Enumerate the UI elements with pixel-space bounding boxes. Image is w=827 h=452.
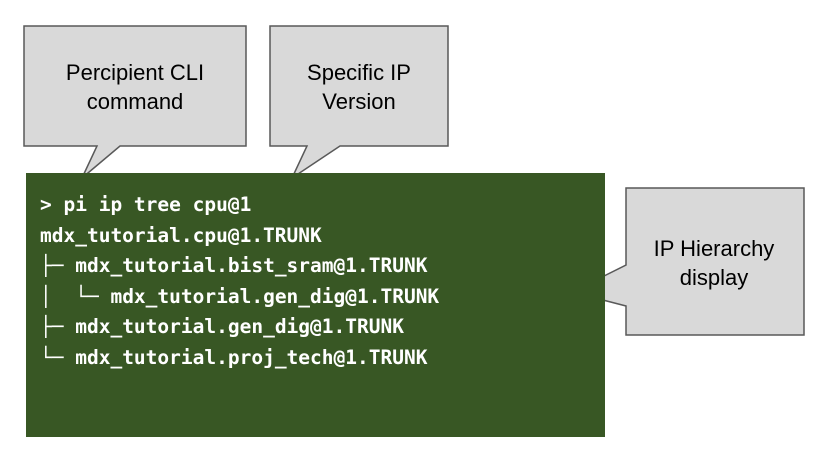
version-callout-label: Specific IP Version [270, 44, 448, 130]
hierarchy-callout-label: IP Hierarchy display [626, 191, 802, 335]
cli-callout-line-1: Percipient CLI [65, 60, 205, 85]
version-callout-line-2: Version [322, 89, 396, 114]
terminal-tree-node: │ └─ mdx_tutorial.gen_dig@1.TRUNK [40, 282, 605, 313]
cli-callout-line-2: command [86, 89, 184, 114]
tree-branch-glyph: │ └─ [40, 284, 111, 308]
terminal-tree-root: mdx_tutorial.cpu@1.TRUNK [40, 223, 322, 247]
tree-branch-glyph: ├─ [40, 254, 76, 277]
tree-branch-glyph: ├─ [40, 315, 76, 338]
hierarchy-callout-bubble [569, 187, 805, 336]
terminal-tree-node: ├─ mdx_tutorial.gen_dig@1.TRUNK [40, 312, 605, 343]
terminal-command-line: > pi ip tree cpu@1 [40, 193, 252, 216]
version-callout-bubble [269, 25, 449, 181]
hierarchy-callout-line-1: IP Hierarchy [653, 236, 775, 261]
tree-node-label: mdx_tutorial.gen_dig@1.TRUNK [110, 284, 440, 308]
tree-node-label: mdx_tutorial.gen_dig@1.TRUNK [75, 315, 404, 338]
hierarchy-callout-line-2: display [679, 265, 749, 290]
cli-callout-label: Percipient CLI command [24, 44, 246, 130]
terminal-panel: > pi ip tree cpu@1 mdx_tutorial.cpu@1.TR… [26, 173, 605, 437]
version-callout-line-1: Specific IP [307, 60, 411, 85]
terminal-tree-node: ├─ mdx_tutorial.bist_sram@1.TRUNK [40, 251, 605, 282]
cli-callout-bubble [23, 25, 247, 179]
terminal-tree-node: └─ mdx_tutorial.proj_tech@1.TRUNK [40, 343, 605, 374]
tree-branch-glyph: └─ [40, 345, 76, 369]
tree-node-label: mdx_tutorial.bist_sram@1.TRUNK [75, 254, 428, 277]
tree-node-label: mdx_tutorial.proj_tech@1.TRUNK [75, 345, 428, 369]
